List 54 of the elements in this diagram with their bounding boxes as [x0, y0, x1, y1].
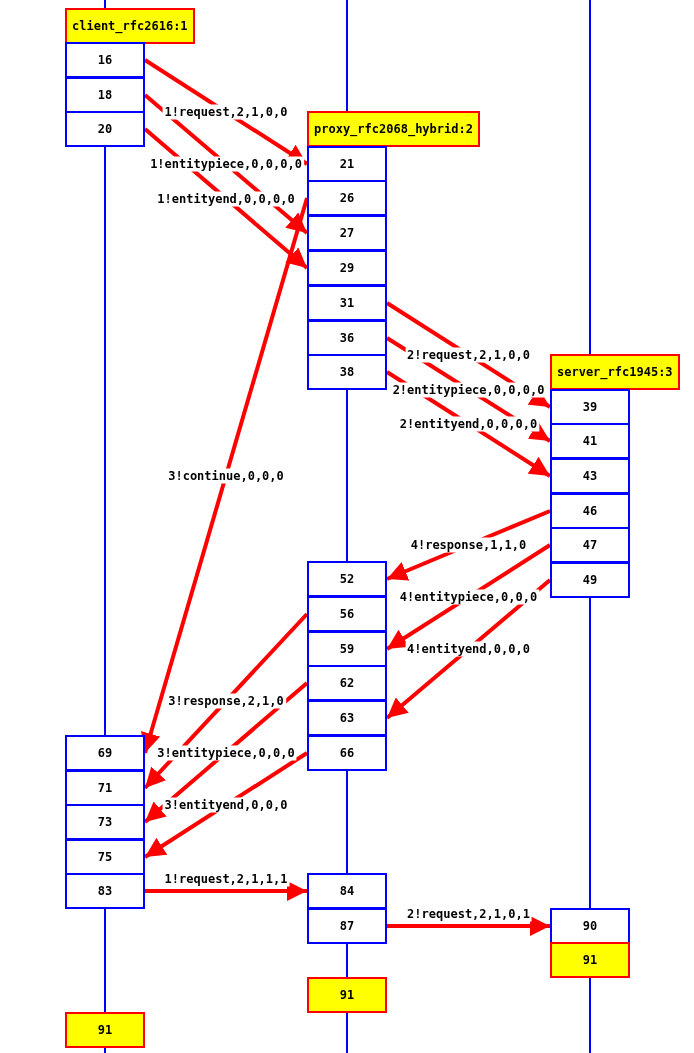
activation-cell: 87 [307, 908, 387, 944]
activation-cell: 90 [550, 908, 630, 944]
message-arrow [387, 916, 550, 936]
lifeline-header: proxy_rfc2068_hybrid:2 [307, 111, 480, 147]
message-arrow [145, 881, 307, 901]
activation-cell: 62 [307, 665, 387, 701]
activation-cell: 56 [307, 596, 387, 632]
activation-cell: 59 [307, 631, 387, 667]
activation-cell: 43 [550, 458, 630, 494]
activation-cell: 73 [65, 804, 145, 840]
edge-label: 1!entityend,0,0,0,0 [155, 191, 297, 206]
activation-cell: 63 [307, 700, 387, 736]
activation-cell: 71 [65, 770, 145, 806]
edge-label: 2!entityend,0,0,0,0 [397, 416, 540, 432]
edge-label: 3!entitypiece,0,0,0 [155, 745, 297, 760]
activation-cell: 83 [65, 873, 145, 909]
activation-cell: 29 [307, 250, 387, 286]
lifeline-end-box: 91 [307, 977, 387, 1013]
activation-cell: 69 [65, 735, 145, 771]
edge-label: 3!continue,0,0,0 [166, 468, 286, 483]
lifeline-end-box: 91 [65, 1012, 145, 1048]
edge-label: 3!entityend,0,0,0 [162, 797, 290, 813]
lifeline-end-box: 91 [550, 942, 630, 978]
activation-cell: 26 [307, 180, 387, 216]
edge-label: 4!entityend,0,0,0 [405, 641, 532, 657]
message-arrow [141, 197, 309, 754]
activation-cell: 36 [307, 320, 387, 356]
activation-cell: 41 [550, 423, 630, 459]
lifeline-header: client_rfc2616:1 [65, 8, 195, 44]
edge-label: 4!entitypiece,0,0,0 [397, 589, 540, 605]
edge-label: 4!response,1,1,0 [408, 537, 529, 553]
edge-label: 2!request,2,1,0,0 [405, 347, 532, 363]
activation-cell: 39 [550, 389, 630, 425]
edge-label: 2!request,2,1,0,1 [405, 906, 532, 922]
activation-cell: 16 [65, 42, 145, 78]
edge-label: 1!request,2,1,1,1 [162, 871, 290, 887]
activation-cell: 66 [307, 735, 387, 771]
activation-cell: 46 [550, 493, 630, 529]
activation-cell: 49 [550, 562, 630, 598]
edge-label: 3!response,2,1,0 [166, 693, 286, 709]
activation-cell: 20 [65, 111, 145, 147]
edge-label: 2!entitypiece,0,0,0,0 [390, 382, 547, 397]
activation-cell: 31 [307, 285, 387, 321]
edge-label: 1!request,2,1,0,0 [162, 104, 290, 120]
activation-cell: 84 [307, 873, 387, 909]
activation-cell: 75 [65, 839, 145, 875]
edge-label: 1!entitypiece,0,0,0,0 [148, 156, 304, 172]
activation-cell: 52 [307, 561, 387, 597]
activation-cell: 27 [307, 215, 387, 251]
activation-cell: 18 [65, 77, 145, 113]
activation-cell: 47 [550, 527, 630, 563]
lifeline-header: server_rfc1945:3 [550, 354, 680, 390]
activation-cell: 21 [307, 146, 387, 182]
activation-cell: 38 [307, 354, 387, 390]
